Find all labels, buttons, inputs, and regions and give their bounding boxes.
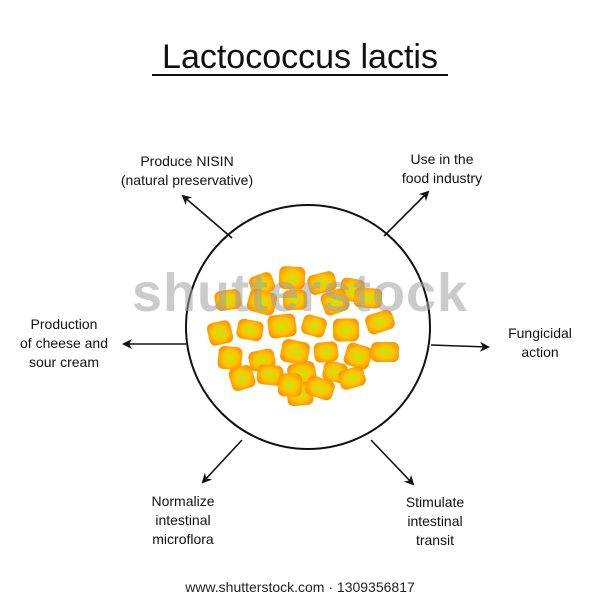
label-microflora: Normalize intestinal microflora (151, 493, 215, 547)
bacterium-cell (305, 375, 335, 401)
arrow-fungicidal (430, 341, 490, 352)
label-produce-nisin: Produce NISIN (natural preservative) (120, 153, 254, 188)
bacterium-cell (343, 342, 373, 370)
arrow-intestinal-transit (370, 439, 415, 486)
label-cheese-production: Production of cheese and sour cream (20, 316, 108, 370)
bacterium-cell (206, 320, 234, 346)
bacterium-cell (228, 364, 256, 392)
bacterium-cell (256, 364, 284, 386)
bacterium-cell (236, 318, 264, 342)
label-food-industry: Use in the food industry (401, 151, 483, 186)
bacterium-cell (313, 341, 339, 363)
bacterium-cell (280, 339, 310, 365)
bacterium-cell (338, 366, 366, 390)
arrow-produce-nisin (181, 194, 233, 239)
bacterium-cell (365, 309, 395, 335)
label-intestinal-transit: Stimulate intestinal transit (405, 494, 465, 548)
bacterium-cell (267, 313, 297, 339)
bacterium-cell (278, 266, 306, 290)
bacterium-cell (371, 342, 399, 362)
bacteria-cluster (206, 266, 399, 407)
bacterium-cell (353, 287, 383, 309)
watermark: shutterstock (131, 263, 469, 323)
arrow-microflora (201, 439, 243, 484)
bacterium-cell (214, 289, 242, 311)
bacterium-cell (332, 318, 360, 342)
bacterium-cell (301, 314, 327, 338)
bacterium-cell (277, 373, 303, 397)
bacterium-cell (246, 288, 278, 316)
label-fungicidal: Fungicidal action (508, 325, 572, 360)
footer-credit: www.shutterstock.com · 1309356817 (185, 579, 415, 595)
arrow-food-industry (383, 190, 430, 237)
bacterium-cell (282, 289, 308, 311)
diagram-title: Lactococcus lactis (162, 38, 438, 76)
bacterium-cell (320, 288, 350, 316)
title-underline (152, 74, 448, 76)
bacterium-cell (217, 345, 243, 371)
bacterium-cell (307, 271, 337, 295)
arrows (122, 190, 490, 486)
